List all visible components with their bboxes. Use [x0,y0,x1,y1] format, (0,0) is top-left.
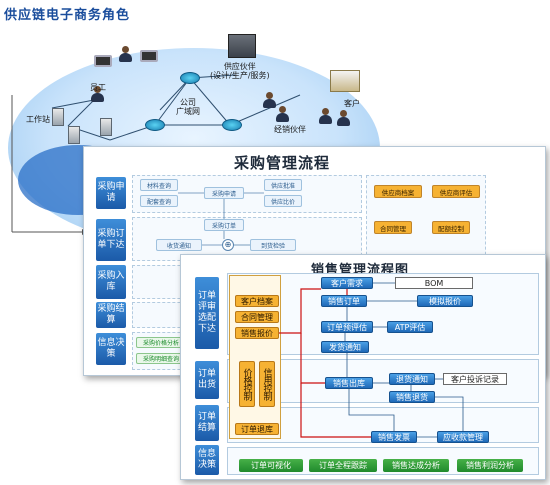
factory-icon [228,34,256,58]
order-estimate-box: 订单预评估 [321,321,373,333]
distributor-label: 经销伙伴 [274,125,306,134]
contract-management-box: 合同管理 [235,311,279,323]
contract-management-box: 合同管理 [374,221,412,234]
distributor-person-icon [275,106,289,122]
purchase-order-cell: 采购订单 [204,219,244,231]
stage-purchase-request: 采购申请 [96,177,126,209]
stage-purchase-warehousing: 采购入库 [96,265,126,299]
bom-box: BOM [395,277,473,289]
stage-sales-info-decision: 信息决策 [195,445,219,475]
sales-order-box: 销售订单 [321,295,367,307]
customer-need-box: 客户需求 [321,277,373,289]
atp-box: ATP评估 [387,321,433,333]
purchase-request-cell: 采购申请 [204,187,244,199]
employee-icon [90,86,104,102]
supply-compare-cell: 供应比价 [264,195,302,207]
sales-profit-box: 销售利润分析 [457,459,523,472]
receivable-box: 应收款管理 [437,431,489,443]
purchase-title: 采购管理流程 [234,154,331,172]
router-icon [145,119,165,131]
employee-label: 员工 [90,83,106,92]
return-notice-box: 退货通知 [389,373,435,385]
customer-archive-box: 客户档案 [235,295,279,307]
server-icon [52,108,64,126]
receiving-notice-cell: 收货通知 [156,239,202,251]
order-return-box: 订单退库 [235,423,279,435]
server-icon [68,126,80,144]
sales-flow-lines [279,282,464,438]
sales-panel: 销售管理流程图 订单评审选配下达 订单出货 订单结算 信息决策 客户档案 合同管… [180,254,546,480]
purchase-flow-lines [178,192,264,246]
server-icon [100,118,112,136]
arrival-inspection-cell: 到货检验 [250,239,296,251]
order-visualization-box: 订单可视化 [239,459,303,472]
supplier-archive-box: 供应商档案 [374,185,422,198]
sales-out-box: 销售出库 [325,377,373,389]
stage-order-settlement: 订单结算 [195,405,219,441]
company-wan-label: 公司 广域网 [176,98,200,116]
credit-control-box: 信用控制 [259,361,275,407]
stage-order-review: 订单评审选配下达 [195,277,219,349]
stage-purchase-settlement: 采购结算 [96,302,126,328]
stage-info-decision: 信息决策 [96,333,126,365]
order-tracking-box: 订单全程跟踪 [309,459,377,472]
matching-query-cell: 配套查询 [140,195,178,207]
person-icon [118,46,132,62]
store-icon [330,70,360,92]
sales-return-box: 销售退货 [389,391,435,403]
distributor-person-icon [262,92,276,108]
complaint-box: 客户投诉记录 [443,373,507,385]
merge-node: ⊕ [222,239,234,251]
material-query-cell: 材料查询 [140,179,178,191]
stage-order-shipping: 订单出货 [195,361,219,399]
customer-label: 客户 [344,99,360,108]
price-control-box: 价格控制 [239,361,255,407]
quota-control-box: 配额控制 [432,221,470,234]
laptop-icon [94,55,112,67]
supply-approval-cell: 供应批准 [264,179,302,191]
supplier-label: 供应伙伴 (设计/生产/服务) [210,62,270,80]
page-title: 供应链电子商务角色 [4,8,131,23]
laptop-icon [140,50,158,62]
router-icon [180,72,200,84]
sales-quote-box: 销售报价 [235,327,279,339]
simulated-quote-box: 模拟报价 [417,295,473,307]
workspace-label: 工作站 [26,115,50,124]
stage-purchase-order: 采购订单下达 [96,219,126,261]
customer-person-icon [336,110,350,126]
sales-invoice-box: 销售发票 [371,431,417,443]
supplier-evaluation-box: 供应商评估 [432,185,480,198]
customer-person-icon [318,108,332,124]
router-icon [222,119,242,131]
ship-notice-box: 发货通知 [321,341,369,353]
sales-achievement-box: 销售达成分析 [383,459,449,472]
